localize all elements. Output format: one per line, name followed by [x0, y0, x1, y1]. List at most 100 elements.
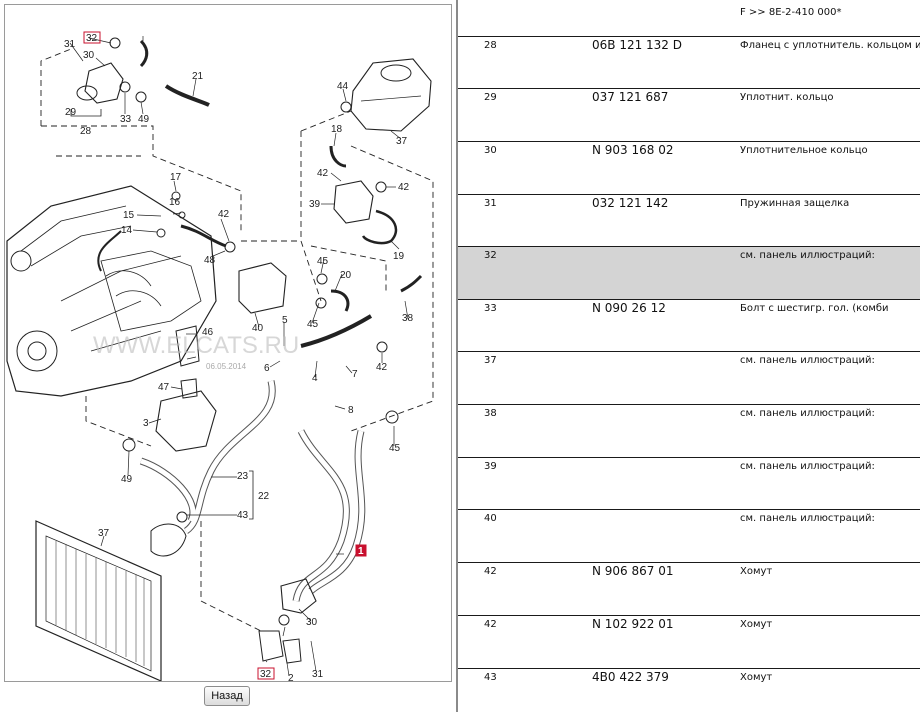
callout-33[interactable]: 33 [120, 114, 132, 125]
callout-29[interactable]: 29 [65, 107, 77, 118]
description-cell: см. панель иллюстраций: [740, 513, 875, 524]
description-cell: Пружинная защелка [740, 198, 850, 209]
back-button[interactable]: Назад [204, 686, 250, 706]
position-cell: 40 [484, 513, 497, 524]
description-cell: Фланец с уплотнитель. кольцом и б [740, 40, 920, 51]
position-cell: 32 [484, 250, 497, 261]
callout-37[interactable]: 37 [98, 528, 110, 539]
callout-49[interactable]: 49 [138, 114, 150, 125]
callout-40[interactable]: 40 [252, 323, 264, 334]
position-cell: 42 [484, 566, 497, 577]
table-header-row: F >> 8E-2-410 000* [458, 0, 920, 36]
callout-42[interactable]: 42 [398, 182, 410, 193]
callout-38[interactable]: 38 [402, 313, 414, 324]
watermark-text: WWW.ELCATS.RU [93, 332, 299, 359]
position-cell: 30 [484, 145, 497, 156]
callout-1[interactable]: 1 [358, 546, 364, 557]
callout-3[interactable]: 3 [143, 418, 149, 429]
callout-2[interactable]: 2 [288, 673, 294, 682]
date-stamp: 06.05.2014 [206, 362, 247, 371]
callout-31[interactable]: 31 [312, 669, 324, 680]
description-cell: Хомут [740, 619, 773, 630]
table-row[interactable]: 32 см. панель иллюстраций: [458, 246, 920, 299]
part-number-cell[interactable]: N 090 26 12 [592, 301, 666, 315]
callout-15[interactable]: 15 [123, 210, 135, 221]
part-number-cell[interactable]: N 906 867 01 [592, 564, 674, 578]
callout-7[interactable]: 7 [352, 369, 358, 380]
table-row[interactable]: 31 032 121 142 Пружинная защелка [458, 194, 920, 246]
callout-4[interactable]: 4 [312, 373, 318, 384]
callout-32[interactable]: 32 [86, 33, 98, 44]
callout-highlight-box [83, 31, 101, 44]
callout-47[interactable]: 47 [158, 382, 170, 393]
callout-45[interactable]: 45 [317, 256, 329, 267]
table-row[interactable]: 37 см. панель иллюстраций: [458, 351, 920, 404]
callout-21[interactable]: 21 [192, 71, 204, 82]
callout-8[interactable]: 8 [348, 405, 354, 416]
callout-30[interactable]: 30 [306, 617, 318, 628]
callout-46[interactable]: 46 [202, 327, 214, 338]
callout-32[interactable]: 32 [260, 669, 272, 680]
callout-45[interactable]: 45 [389, 443, 401, 454]
callout-20[interactable]: 20 [340, 270, 352, 281]
callout-18[interactable]: 18 [331, 124, 343, 135]
callout-42[interactable]: 42 [218, 209, 230, 220]
callout-16[interactable]: 16 [169, 197, 181, 208]
callout-49[interactable]: 49 [121, 474, 133, 485]
callout-48[interactable]: 48 [204, 255, 216, 266]
callout-30[interactable]: 30 [83, 50, 95, 61]
position-cell: 37 [484, 355, 497, 366]
callout-31[interactable]: 31 [64, 39, 76, 50]
callout-42[interactable]: 42 [376, 362, 388, 373]
part-number-cell[interactable]: 032 121 142 [592, 196, 669, 210]
callout-23[interactable]: 23 [237, 471, 249, 482]
table-row[interactable]: 40 см. панель иллюстраций: [458, 509, 920, 562]
parts-diagram: WWW.ELCATS.RU 06.05.2014 123456781415161… [6, 31, 434, 682]
callout-highlight-box [355, 544, 367, 557]
table-row[interactable]: 42 N 102 922 01 Хомут [458, 615, 920, 668]
callout-42[interactable]: 42 [317, 168, 329, 179]
position-cell: 28 [484, 40, 497, 51]
callout-6[interactable]: 6 [264, 363, 270, 374]
description-cell: см. панель иллюстраций: [740, 355, 875, 366]
table-row[interactable]: 30 N 903 168 02 Уплотнительное кольцо [458, 141, 920, 194]
callout-highlight-box [257, 667, 275, 680]
description-cell: см. панель иллюстраций: [740, 250, 875, 261]
position-cell: 31 [484, 198, 497, 209]
parts-table: F >> 8E-2-410 000* 28 06B 121 132 D Фланец… [458, 0, 920, 712]
table-row[interactable]: 39 см. панель иллюстраций: [458, 457, 920, 509]
description-cell: см. панель иллюстраций: [740, 461, 875, 472]
callout-5[interactable]: 5 [282, 315, 288, 326]
part-number-cell[interactable]: 4B0 422 379 [592, 670, 669, 684]
callout-37[interactable]: 37 [396, 136, 408, 147]
description-cell: Уплотнительное кольцо [740, 145, 868, 156]
callout-22[interactable]: 22 [258, 491, 270, 502]
callout-39[interactable]: 39 [309, 199, 321, 210]
callout-45[interactable]: 45 [307, 319, 319, 330]
callout-43[interactable]: 43 [237, 510, 249, 521]
callout-14[interactable]: 14 [121, 225, 133, 236]
description-cell: Уплотнит. кольцо [740, 92, 834, 103]
part-number-cell[interactable]: 06B 121 132 D [592, 38, 682, 52]
callout-44[interactable]: 44 [337, 81, 349, 92]
part-number-cell[interactable]: N 903 168 02 [592, 143, 674, 157]
callout-17[interactable]: 17 [170, 172, 182, 183]
position-cell: 39 [484, 461, 497, 472]
callout-19[interactable]: 19 [393, 251, 405, 262]
panel-divider [456, 0, 458, 712]
callout-layer: 1234567814151617181920212223282930313233… [64, 31, 414, 682]
position-cell: 42 [484, 619, 497, 630]
callout-28[interactable]: 28 [80, 126, 92, 137]
table-row[interactable]: 28 06B 121 132 D Фланец с уплотнитель. кол… [458, 36, 920, 88]
header-note: F >> 8E-2-410 000* [740, 7, 842, 18]
position-cell: 33 [484, 303, 497, 314]
part-number-cell[interactable]: 037 121 687 [592, 90, 669, 104]
part-number-cell[interactable]: N 102 922 01 [592, 617, 674, 631]
